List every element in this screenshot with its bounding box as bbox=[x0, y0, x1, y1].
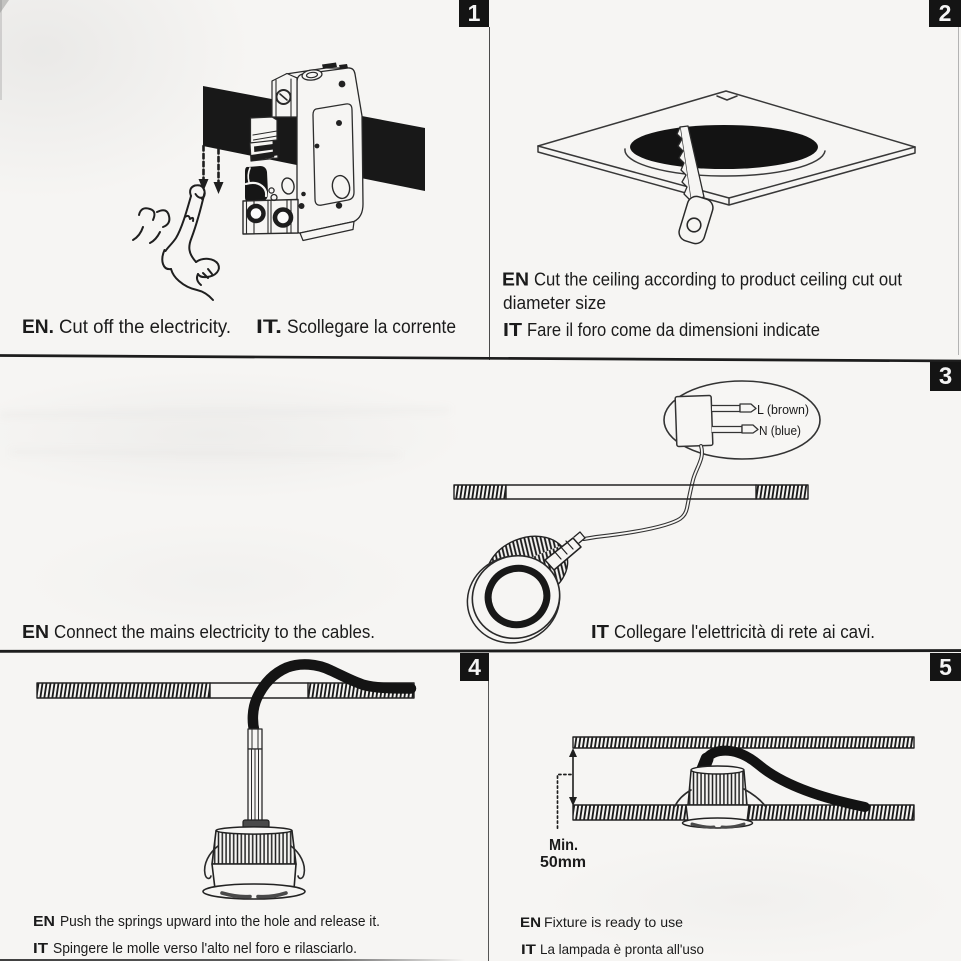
svg-text:Collegare l'elettricità di ret: Collegare l'elettricità di rete ai cavi. bbox=[614, 622, 875, 642]
svg-text:EN: EN bbox=[502, 270, 529, 290]
svg-text:EN: EN bbox=[520, 914, 541, 930]
svg-text:IT: IT bbox=[33, 941, 48, 957]
svg-text:Fixture is ready to use: Fixture is ready to use bbox=[544, 914, 683, 930]
svg-text:IT: IT bbox=[591, 622, 609, 642]
svg-text:EN: EN bbox=[22, 622, 49, 642]
svg-text:IT.: IT. bbox=[256, 317, 282, 338]
svg-text:Spingere le molle verso l'alto: Spingere le molle verso l'alto nel foro … bbox=[53, 941, 357, 957]
svg-text:Cut the ceiling according to p: Cut the ceiling according to product cei… bbox=[534, 270, 902, 290]
svg-text:Cut off the electricity.: Cut off the electricity. bbox=[59, 317, 231, 338]
svg-text:Scollegare la corrente: Scollegare la corrente bbox=[287, 317, 456, 338]
svg-text:50mm: 50mm bbox=[540, 854, 586, 871]
svg-text:N (blue): N (blue) bbox=[759, 424, 801, 438]
svg-text:EN: EN bbox=[33, 914, 55, 930]
svg-text:Min.: Min. bbox=[549, 837, 578, 854]
svg-text:La lampada è pronta all'uso: La lampada è pronta all'uso bbox=[540, 941, 704, 957]
svg-text:Fare il foro come da dimension: Fare il foro come da dimensioni indicate bbox=[527, 320, 820, 340]
svg-text:L (brown): L (brown) bbox=[757, 403, 809, 417]
svg-text:IT: IT bbox=[503, 320, 522, 340]
svg-text:diameter size: diameter size bbox=[503, 293, 606, 313]
svg-text:EN.: EN. bbox=[22, 317, 54, 338]
svg-text:Push the springs upward into t: Push the springs upward into the hole an… bbox=[60, 914, 380, 930]
svg-text:IT: IT bbox=[521, 941, 537, 957]
svg-text:Connect the mains electricity: Connect the mains electricity to the cab… bbox=[54, 622, 375, 642]
